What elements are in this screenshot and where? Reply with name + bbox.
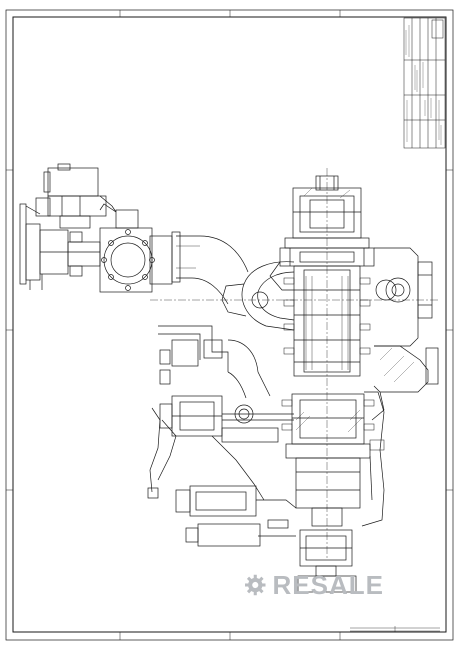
resale-watermark: RESALE (244, 562, 384, 608)
assembly-drawing (19, 163, 440, 593)
watermark-text: RESALE (272, 569, 384, 600)
inner-border (12, 16, 447, 633)
title-block (403, 17, 446, 149)
bottom-strip (350, 626, 440, 632)
gear-icon (245, 574, 266, 596)
border-ticks (6, 10, 453, 640)
outer-border (5, 9, 454, 641)
